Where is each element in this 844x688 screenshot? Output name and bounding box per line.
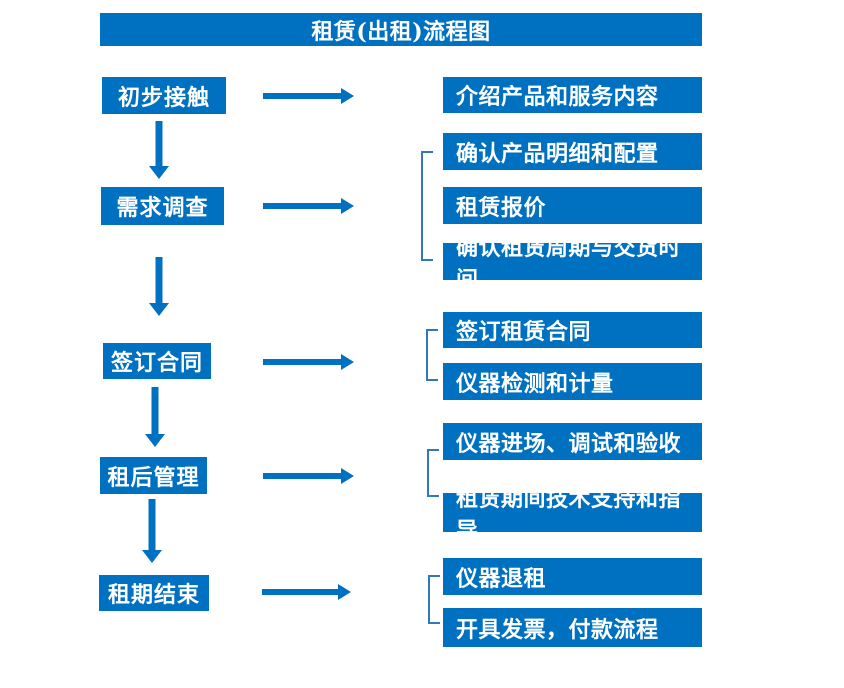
detail-label: 介绍产品和服务内容	[456, 84, 659, 110]
right-arrow-shaft	[263, 473, 342, 479]
down-arrow-3	[145, 387, 165, 447]
down-arrow-head	[142, 550, 162, 563]
detail-box-instrument-return: 仪器退租	[443, 558, 702, 595]
right-arrow-head	[341, 468, 354, 484]
flowchart-title-bar: 租赁(出租)流程图	[100, 13, 702, 46]
group-bracket-rental-end	[428, 575, 440, 624]
detail-label: 仪器退租	[456, 565, 547, 592]
down-arrow-shaft	[155, 257, 163, 303]
detail-label: 开具发票，付款流程	[456, 616, 659, 643]
right-arrow-1	[263, 88, 354, 104]
right-arrow-3	[263, 354, 354, 370]
right-arrow-2	[263, 198, 354, 214]
right-arrow-shaft	[263, 93, 342, 99]
down-arrow-head	[145, 434, 165, 447]
flowchart-title: 租赁(出租)流程图	[311, 18, 491, 45]
detail-box-instrument-testing: 仪器检测和计量	[443, 363, 702, 400]
detail-box-tech-support: 租赁期间技术支持和指导	[443, 486, 702, 544]
step-label: 租期结束	[107, 582, 200, 608]
right-arrow-4	[263, 468, 354, 484]
detail-label: 签订租赁合同	[456, 319, 592, 345]
step-label: 需求调查	[116, 195, 209, 221]
step-box-post-rental-management: 租后管理	[100, 457, 207, 494]
step-label: 初步接触	[117, 84, 210, 111]
down-arrow-shaft	[148, 499, 156, 550]
detail-label: 租赁期间技术支持和指导	[456, 485, 682, 544]
down-arrow-4	[142, 499, 162, 563]
right-arrow-shaft	[263, 203, 342, 209]
right-arrow-shaft	[263, 359, 342, 365]
detail-box-invoice-payment: 开具发票，付款流程	[443, 608, 702, 647]
detail-box-confirm-product-config: 确认产品明细和配置	[443, 133, 702, 170]
detail-box-instrument-setup-acceptance: 仪器进场、调试和验收	[443, 423, 702, 460]
step-label: 签订合同	[110, 350, 203, 376]
detail-box-confirm-period-delivery: 确认租赁周期与交货时间	[443, 235, 702, 293]
group-bracket-sign-contract	[426, 329, 438, 381]
step-box-sign-contract: 签订合同	[103, 343, 211, 379]
down-arrow-shaft	[151, 387, 159, 434]
detail-label: 确认产品明细和配置	[456, 140, 659, 167]
step-label: 租后管理	[107, 464, 200, 491]
detail-box-rental-quotation: 租赁报价	[443, 187, 702, 224]
group-bracket-post-rental	[427, 449, 439, 497]
step-box-rental-end: 租期结束	[99, 575, 209, 611]
right-arrow-head	[341, 198, 354, 214]
right-arrow-head	[341, 88, 354, 104]
group-bracket-demand-survey	[421, 151, 433, 261]
detail-label: 仪器进场、调试和验收	[456, 430, 682, 457]
right-arrow-shaft	[262, 589, 339, 595]
detail-box-introduce-products: 介绍产品和服务内容	[443, 77, 702, 113]
right-arrow-5	[262, 584, 351, 600]
down-arrow-shaft	[155, 121, 163, 166]
down-arrow-1	[149, 121, 169, 179]
step-box-initial-contact: 初步接触	[102, 77, 226, 114]
right-arrow-head	[338, 584, 351, 600]
step-box-demand-survey: 需求调查	[101, 187, 224, 225]
right-arrow-head	[341, 354, 354, 370]
detail-label: 仪器检测和计量	[456, 370, 614, 397]
down-arrow-head	[149, 303, 169, 316]
down-arrow-2	[149, 257, 169, 316]
down-arrow-head	[149, 166, 169, 179]
detail-label: 租赁报价	[456, 194, 547, 221]
detail-box-sign-rental-contract: 签订租赁合同	[443, 312, 702, 348]
detail-label: 确认租赁周期与交货时间	[456, 234, 682, 293]
